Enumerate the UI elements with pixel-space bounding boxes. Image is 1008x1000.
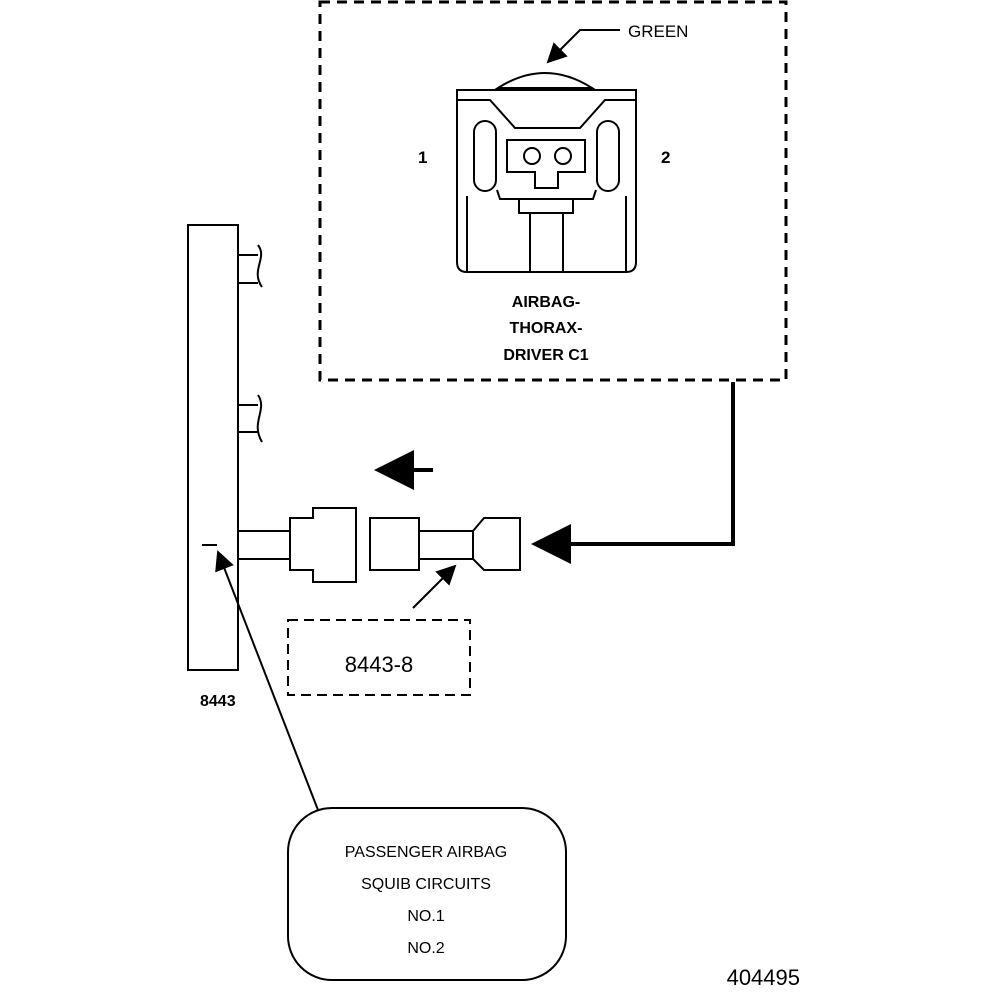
color-label: GREEN [628, 22, 688, 41]
pin-1-label: 1 [418, 148, 427, 167]
connector-name-line-1: AIRBAG- [512, 294, 580, 311]
inset-leader-line [531, 382, 735, 564]
adapter-label: 8443-8 [345, 652, 414, 677]
callout-line-3: NO.1 [407, 908, 444, 925]
tester-panel [187, 224, 263, 671]
green-leader-line [546, 29, 620, 64]
figure-number: 404495 [727, 965, 800, 990]
pin-2-label: 2 [661, 148, 670, 167]
callout-line-1: PASSENGER AIRBAG [345, 844, 507, 861]
connector-name-line-2: THORAX- [510, 320, 583, 337]
connector-inset-box [318, 0, 788, 382]
callout-line-2: SQUIB CIRCUITS [361, 876, 491, 893]
airbag-connector-face [456, 72, 637, 273]
tester-label: 8443 [200, 693, 236, 710]
connector-name-line-3: DRIVER C1 [503, 347, 588, 364]
squib-circuits-callout-box [287, 807, 567, 981]
callout-line-4: NO.2 [407, 940, 444, 957]
callout-leader-line [215, 550, 319, 811]
adapter-leader-line [412, 564, 457, 609]
harness-connection [237, 507, 521, 583]
